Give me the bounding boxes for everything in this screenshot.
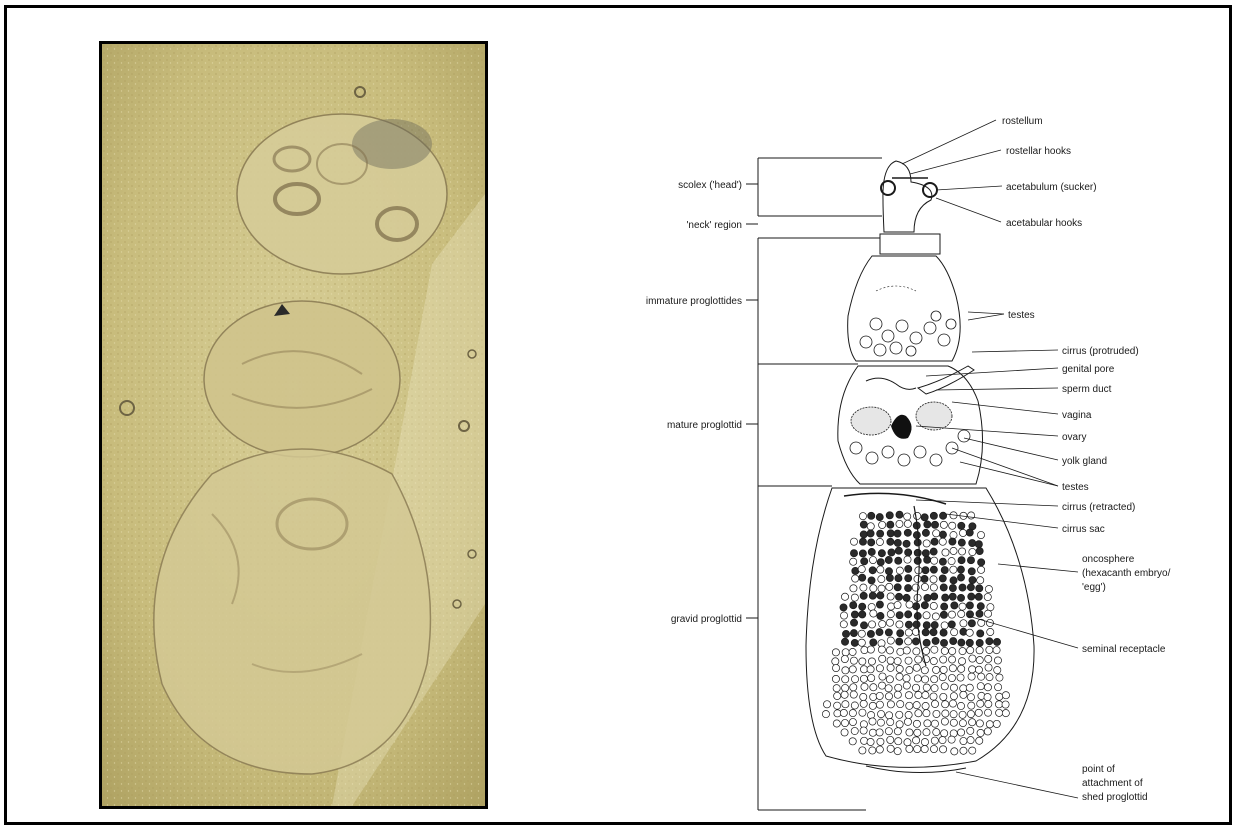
label-mature-proglottid: mature proglottid	[667, 420, 742, 431]
label-attachment-line2: attachment of	[1082, 778, 1143, 789]
label-oncosphere-line2: (hexacanth embryo/	[1082, 568, 1171, 579]
label-testes-immature: testes	[1008, 310, 1035, 321]
label-immature-proglottides: immature proglottides	[646, 296, 742, 307]
label-oncosphere: oncosphere	[1082, 554, 1135, 565]
immature-outline	[848, 256, 960, 361]
label-testes-mature: testes	[1062, 482, 1089, 493]
label-attachment-line3: shed proglottid	[1082, 792, 1148, 803]
label-sperm-duct: sperm duct	[1062, 384, 1112, 395]
micrograph-photo	[99, 41, 488, 809]
label-oncosphere-line3: 'egg')	[1082, 582, 1106, 593]
label-cirrus-protruded: cirrus (protruded)	[1062, 346, 1139, 357]
label-attachment-line1: point of	[1082, 764, 1115, 775]
label-rostellum: rostellum	[1002, 116, 1043, 127]
label-genital-pore: genital pore	[1062, 364, 1115, 375]
oncosphere-eggs	[822, 511, 1009, 755]
neck-outline	[880, 234, 940, 254]
label-vagina: vagina	[1062, 410, 1092, 421]
label-ovary: ovary	[1062, 432, 1086, 443]
label-acetabulum: acetabulum (sucker)	[1006, 182, 1097, 193]
label-yolk-gland: yolk gland	[1062, 456, 1107, 467]
label-gravid-proglottid: gravid proglottid	[671, 614, 742, 625]
label-cirrus-retracted: cirrus (retracted)	[1062, 502, 1135, 513]
label-neck-region: 'neck' region	[686, 220, 742, 231]
label-rostellar-hooks: rostellar hooks	[1006, 146, 1071, 157]
label-seminal-receptacle: seminal receptacle	[1082, 644, 1166, 655]
tapeworm-diagram: scolex ('head') 'neck' region immature p…	[596, 86, 1236, 814]
label-cirrus-sac: cirrus sac	[1062, 524, 1105, 535]
scolex-outline	[883, 161, 932, 232]
label-acetabular-hooks: acetabular hooks	[1006, 218, 1082, 229]
label-scolex: scolex ('head')	[678, 180, 742, 191]
